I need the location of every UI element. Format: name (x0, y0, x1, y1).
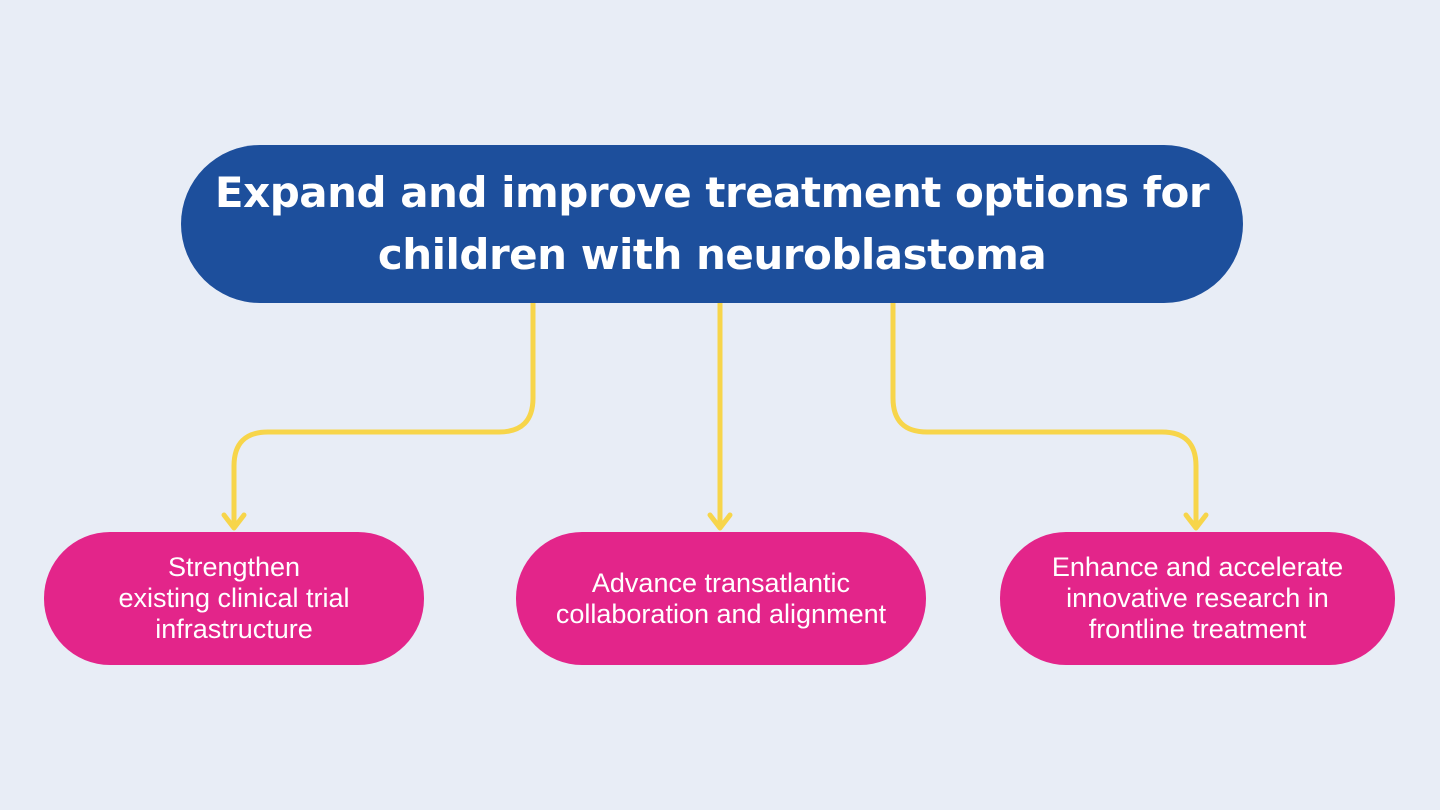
arrowhead-left (221, 512, 247, 531)
main-goal-node: Expand and improve treatment options for… (181, 145, 1243, 303)
main-goal-label: Expand and improve treatment options for… (214, 168, 1210, 279)
arrowhead-center (707, 512, 733, 531)
arrowhead-right (1183, 512, 1209, 531)
connector-left (231, 300, 536, 529)
connector-right (890, 300, 1199, 529)
